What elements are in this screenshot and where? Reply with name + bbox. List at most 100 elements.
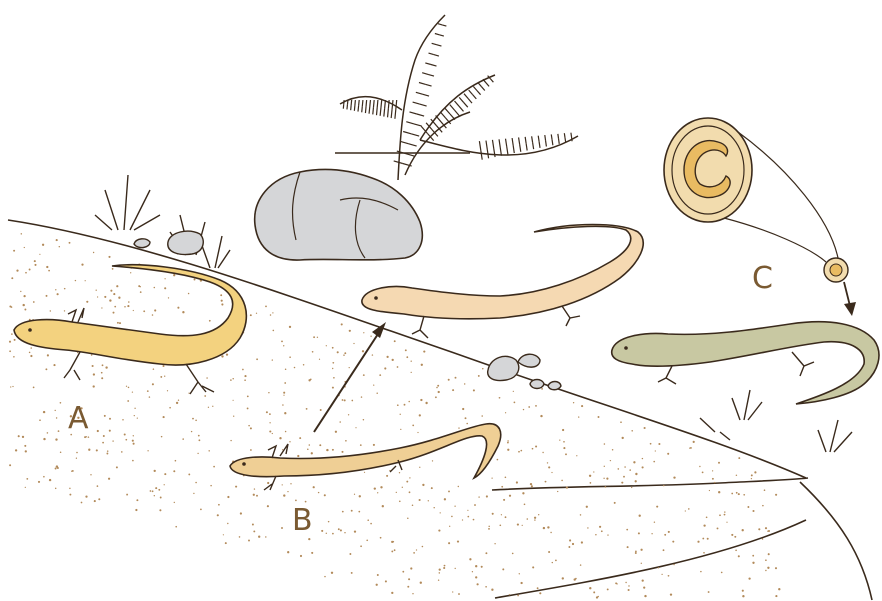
sand-dot [266,411,268,413]
sand-dot [752,562,754,564]
sand-dot [109,418,111,420]
fern-leaflet [442,25,446,26]
salamander-b-larva [230,424,501,490]
sand-dot [55,410,56,411]
sand-dot [188,293,190,295]
sand-dot [754,471,756,473]
sand-dot [349,330,351,332]
sand-dot [454,506,455,507]
sand-dot [563,447,565,449]
sand-dot [121,451,123,453]
sand-dot [88,449,90,451]
fern-leaflet [410,112,417,114]
sand-dot [103,435,105,437]
sand-dot [406,356,408,358]
sand-dot [317,337,318,338]
sand-dot [473,519,475,521]
sand-dot [507,442,509,444]
fern-leaflet [432,43,437,44]
sand-dot [335,431,337,433]
sand-dot [208,407,209,408]
sand-dot [601,530,603,532]
sand-dot [76,458,77,459]
sand-dot [507,449,509,451]
sand-dot [18,435,20,437]
lower-bank-curve [800,482,872,600]
sand-dot [75,280,76,281]
sand-dot [319,359,320,360]
sand-dot [411,361,412,362]
sand-dot [580,564,581,565]
sand-dot [230,440,231,441]
sand-dot [265,306,267,308]
sand-dot [438,530,440,532]
sand-dot [643,587,645,589]
sand-dot [481,566,483,568]
sand-dot [319,444,321,446]
sand-dot [143,310,145,312]
sand-dot [422,484,424,486]
sand-dot [751,478,752,479]
sand-dot [726,522,727,523]
sand-dot [653,461,655,463]
fern-leaflet [373,100,374,107]
sand-dot [581,405,583,407]
sand-dot [590,482,592,484]
fern-leaflet [468,98,472,103]
sand-dot [125,439,127,441]
sand-dot [520,450,522,452]
sand-dot [485,552,487,554]
sand-dot [24,247,25,248]
sand-dot [366,539,368,541]
sand-dot [747,506,749,508]
sand-dot [132,391,133,392]
fern-leaflet [354,105,355,110]
fern-leaflet [494,148,495,157]
sand-dot [153,368,155,370]
sand-dot [25,272,27,274]
salamander-a-terrestrial-adult [14,265,246,394]
sand-dot [98,498,100,500]
fern-leaflet [477,91,481,95]
fern-leaflet [525,137,526,144]
sand-dot [81,502,83,504]
sand-dot [197,453,198,454]
sand-dot [223,534,224,535]
sand-dot [60,402,62,404]
sand-dot [501,514,502,515]
sand-dot [250,449,252,451]
sand-dot [473,389,475,391]
sand-dot [488,526,489,527]
sand-dot [55,289,56,290]
fern-leaflet [419,83,425,85]
sand-dot [437,385,439,387]
sand-dot [575,578,577,580]
sand-dot [497,459,499,461]
sand-dot [502,568,504,570]
sand-dot [85,280,86,281]
egg-small [824,258,848,282]
fern-leaflet [486,83,489,87]
sand-dot [466,423,468,425]
sand-dot [56,239,58,241]
sand-dot [283,395,284,396]
fern-leaflet [355,100,356,105]
sand-dot [734,536,736,538]
sand-dot [253,494,255,496]
sand-dot [718,462,720,464]
sand-dot [392,359,394,361]
sand-dot [376,392,377,393]
sand-dot [703,524,705,526]
sand-dot [503,499,505,501]
sand-dot [272,433,273,434]
sand-dot [363,374,365,376]
sand-dot [97,296,98,297]
sand-dot [736,475,737,476]
sand-dot [20,291,21,292]
sand-dot [552,562,553,563]
sand-dot [589,587,591,589]
sand-dot [593,591,595,593]
sand-dot [374,487,376,489]
sand-dot [150,490,152,492]
sand-dot [699,466,700,467]
